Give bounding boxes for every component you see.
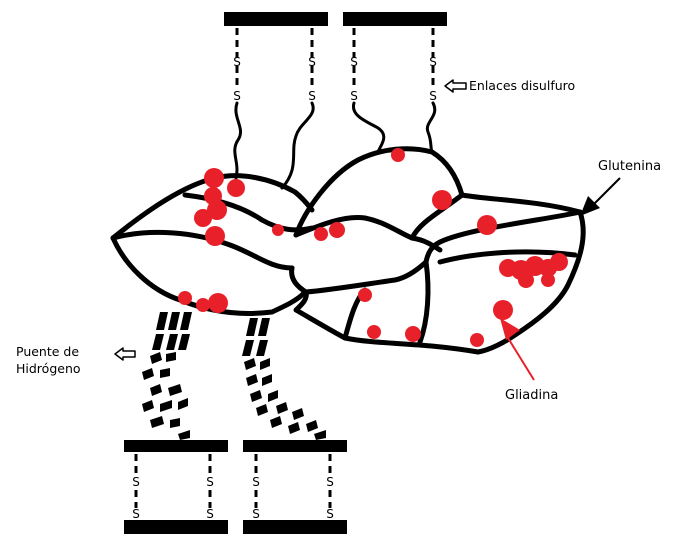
sulfur-label: S — [350, 55, 358, 69]
gliadin-dot — [477, 215, 497, 235]
sulfur-label: S — [206, 507, 214, 521]
gliadin-dot — [204, 168, 224, 188]
bottom-bar-base-left — [124, 520, 228, 534]
gliadin-dot — [518, 272, 534, 288]
solid-arrow-icon — [580, 178, 620, 216]
gliadin-dot — [196, 298, 210, 312]
gliadin-dot — [205, 226, 225, 246]
bottom-bar-top-left — [124, 440, 228, 452]
sulfur-label: S — [132, 507, 140, 521]
sulfur-label: S — [350, 89, 358, 103]
gliadin-dot — [194, 209, 212, 227]
gliadin-dot — [329, 222, 345, 238]
gliadin-dot — [432, 190, 452, 210]
gliadin-dot — [541, 273, 555, 287]
top-bar-left — [224, 12, 328, 26]
glutenin-chain — [282, 103, 313, 188]
bottom-bar-top-right — [243, 440, 347, 452]
gliadin-dot — [272, 224, 284, 236]
gliadin-dot — [405, 326, 421, 342]
sulfur-label: S — [233, 55, 241, 69]
sulfur-label: S — [429, 55, 437, 69]
bottom-bar-base-right — [243, 520, 347, 534]
sulfur-label: S — [326, 507, 334, 521]
gliadin-dot — [358, 288, 372, 302]
hollow-arrow-left-icon — [115, 348, 135, 360]
sulfur-label: S — [308, 55, 316, 69]
label-glutenin: Glutenina — [598, 159, 661, 174]
gliadin-dot — [227, 179, 245, 197]
hydrogen-bonds — [142, 312, 326, 440]
sulfur-label: S — [308, 89, 316, 103]
gliadin-dot — [470, 333, 484, 347]
sulfur-label: S — [233, 89, 241, 103]
top-disulfide-bonds: S S S S S S S S — [224, 12, 447, 188]
sulfur-label: S — [132, 475, 140, 489]
gliadin-dot — [367, 325, 381, 339]
label-disulfide-bonds: Enlaces disulfuro — [469, 78, 575, 93]
bottom-disulfide-bonds: S S S S S S S S — [124, 440, 347, 534]
gliadin-dot — [208, 293, 228, 313]
sulfur-label: S — [252, 507, 260, 521]
label-hydrogen-bridge-line1: Puente de — [16, 344, 79, 359]
gliadin-dot — [314, 227, 328, 241]
gliadin-dot — [493, 300, 513, 320]
sulfur-label: S — [429, 89, 437, 103]
gliadin-dot — [550, 253, 568, 271]
glutenin-chain — [235, 103, 241, 178]
glutenin-chain — [353, 103, 383, 152]
sulfur-label: S — [326, 475, 334, 489]
top-bar-right — [343, 12, 447, 26]
sulfur-label: S — [206, 475, 214, 489]
gliadin-dot — [178, 291, 192, 305]
glutenin-chain — [427, 103, 434, 152]
label-gliadin: Gliadina — [505, 388, 558, 403]
sulfur-label: S — [252, 475, 260, 489]
label-hydrogen-bridge-line2: Hidrógeno — [16, 361, 81, 376]
hollow-arrow-left-icon — [445, 80, 466, 92]
gliadin-dot — [391, 148, 405, 162]
